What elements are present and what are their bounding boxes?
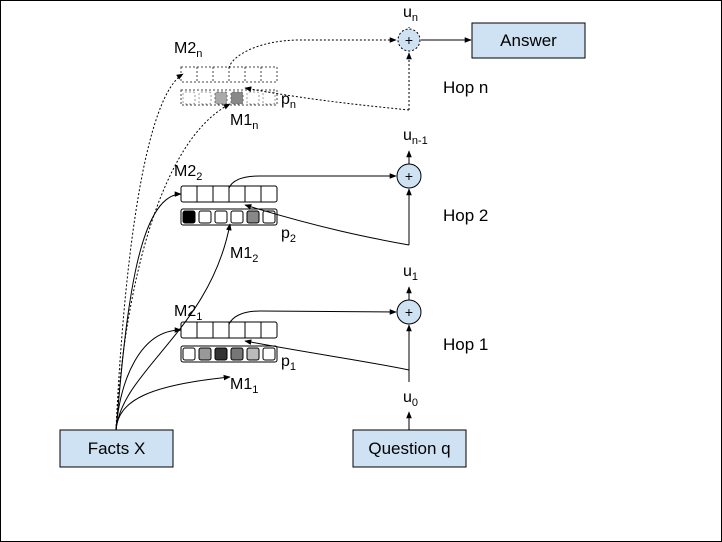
- m2-memory-row-hopn: [180, 66, 278, 83]
- svg-text:M21: M21: [174, 303, 202, 323]
- m1-attention-row-hopn: [180, 89, 278, 106]
- svg-text:+: +: [405, 168, 413, 184]
- m2-label-hopn: M2n: [174, 40, 202, 60]
- hop1-label: Hop 1: [443, 335, 488, 354]
- m1-label-hop1: M11: [230, 376, 258, 396]
- attention-cell: [182, 210, 196, 224]
- m2-memory-row-hop1: [180, 321, 278, 339]
- svg-text:un: un: [403, 4, 418, 24]
- hop2-flows: [228, 150, 412, 246]
- p-label-hop2: p2: [281, 225, 296, 245]
- svg-text:M12: M12: [230, 245, 258, 265]
- attention-cell: [182, 347, 196, 361]
- attention-cell: [246, 210, 260, 224]
- sum-node-hopn: +: [397, 28, 421, 52]
- svg-text:p2: p2: [281, 225, 296, 245]
- m2-label-hop2: M22: [174, 163, 202, 183]
- attention-cell: [198, 347, 212, 361]
- hopn-flows: [228, 27, 472, 111]
- attention-cell: [214, 210, 228, 224]
- svg-text:M2n: M2n: [174, 40, 202, 60]
- svg-text:u1: u1: [403, 263, 418, 283]
- svg-text:M22: M22: [174, 163, 202, 183]
- question-label: Question q: [368, 439, 450, 458]
- u1-label: u1: [403, 263, 418, 283]
- m1-attention-row-hop2: [180, 208, 278, 226]
- answer-node[interactable]: Answer: [471, 22, 586, 59]
- attention-cell: [246, 347, 260, 361]
- svg-text:+: +: [405, 304, 413, 320]
- m1-label-hopn: M1n: [230, 112, 258, 132]
- svg-text:M11: M11: [230, 376, 258, 396]
- hopn-label: Hop n: [443, 78, 488, 97]
- p-label-hopn: pn: [281, 91, 296, 111]
- attention-cell: [198, 210, 212, 224]
- sum-node-hop2: +: [396, 163, 422, 189]
- u0-label: u0: [403, 389, 418, 409]
- question-node[interactable]: Question q: [352, 429, 467, 468]
- svg-text:p1: p1: [281, 353, 296, 373]
- attention-cell: [230, 210, 244, 224]
- facts-label: Facts X: [88, 439, 146, 458]
- m1-label-hop2: M12: [230, 245, 258, 265]
- svg-text:pn: pn: [281, 91, 296, 111]
- m2-memory-row-hop2: [180, 185, 278, 203]
- facts-to-memory-arrows: [115, 191, 232, 431]
- answer-label: Answer: [500, 31, 557, 50]
- attention-cell: [230, 91, 244, 105]
- facts-to-hopn-arrows: [115, 73, 231, 431]
- attention-cell: [262, 91, 276, 105]
- un-1-label: un-1: [403, 127, 428, 147]
- attention-cell: [230, 347, 244, 361]
- attention-cell: [182, 91, 196, 105]
- hop1-flows: [228, 286, 412, 430]
- attention-cell: [262, 347, 276, 361]
- svg-text:u0: u0: [403, 389, 418, 409]
- facts-node[interactable]: Facts X: [59, 429, 174, 468]
- m1-attention-row-hop1: [180, 345, 278, 363]
- attention-cell: [198, 91, 212, 105]
- attention-cell: [262, 210, 276, 224]
- svg-text:M1n: M1n: [230, 112, 258, 132]
- hop2-label: Hop 2: [443, 206, 488, 225]
- svg-text:un-1: un-1: [403, 127, 428, 147]
- m2-label-hop1: M21: [174, 303, 202, 323]
- p-label-hop1: p1: [281, 353, 296, 373]
- svg-text:+: +: [405, 32, 413, 48]
- attention-cell: [214, 91, 228, 105]
- attention-cell: [214, 347, 228, 361]
- sum-node-hop1: +: [396, 299, 422, 325]
- attention-cell: [246, 91, 260, 105]
- un-label: un: [403, 4, 418, 24]
